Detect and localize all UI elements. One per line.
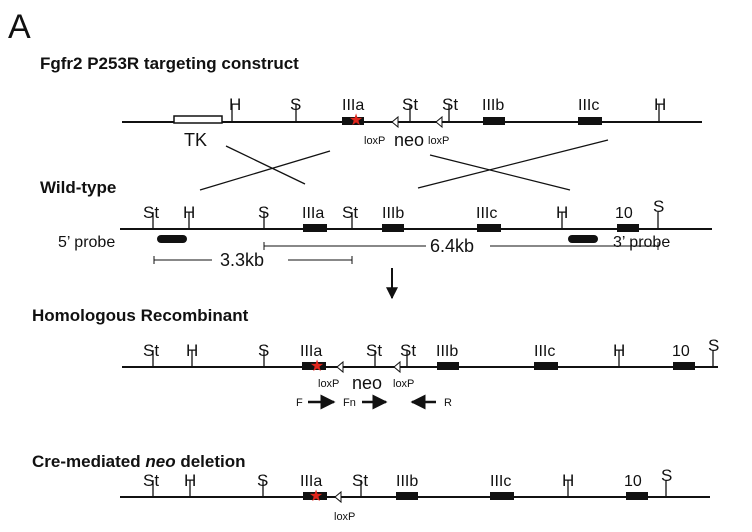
exon-box (382, 224, 404, 232)
loxp-label: loxP (393, 378, 414, 390)
homologous-allele: St H S St St H S IIIa IIIb IIIc 10 ★ lox… (122, 336, 719, 410)
site-label: H (183, 203, 195, 222)
site-label: S (290, 95, 301, 114)
exon-label: IIIa (342, 97, 364, 114)
mutation-star-icon: ★ (309, 488, 323, 505)
exon-label: IIIb (396, 473, 418, 490)
site-label: St (442, 95, 458, 114)
exon-box (617, 224, 639, 232)
exon-label: IIIb (382, 205, 404, 222)
exon-label: 10 (624, 473, 642, 490)
exon-box (673, 362, 695, 370)
exon-box (477, 224, 501, 232)
exon-box (626, 492, 648, 500)
panel-label: A (8, 8, 31, 46)
exon-label: IIIc (490, 473, 511, 490)
primer-f-label: F (296, 397, 303, 409)
mutation-star-icon: ★ (310, 358, 324, 375)
cross-line (429, 154, 571, 191)
exon-label: IIIb (482, 97, 504, 114)
exon-box (578, 117, 602, 125)
site-label: H (186, 341, 198, 360)
cross-line (199, 150, 331, 191)
loxp-label: loxP (428, 135, 449, 147)
site-label: H (556, 203, 568, 222)
site-label: S (257, 471, 268, 490)
exon-label: IIIb (436, 343, 458, 360)
site-label: S (708, 336, 719, 355)
site-label: H (184, 471, 196, 490)
fragment-6-4kb-label: 6.4kb (430, 236, 474, 256)
exon-box (483, 117, 505, 125)
tk-cassette (173, 115, 223, 124)
probe-3prime (568, 235, 598, 243)
fragment-3-3kb-label: 3.3kb (220, 250, 264, 270)
wildtype-title: Wild-type (40, 178, 116, 197)
exon-box (396, 492, 418, 500)
exon-box (302, 362, 326, 370)
wildtype-allele: St H S St H S IIIa IIIb IIIc 10 5’ probe… (58, 197, 712, 270)
loxp-triangle-icon (336, 360, 344, 374)
cre-title-em: neo (145, 452, 175, 471)
site-label: H (613, 341, 625, 360)
neo-label: neo (394, 130, 424, 150)
homologous-title: Homologous Recombinant (32, 306, 249, 325)
cre-title: Cre-mediated neo deletion (32, 452, 246, 471)
site-label: S (661, 466, 672, 485)
site-label: S (653, 197, 664, 216)
probe-5prime-label: 5’ probe (58, 234, 115, 251)
targeting-construct: TK H S St St H IIIa IIIb IIIc ★ loxP neo… (122, 95, 702, 150)
loxp-triangle-icon (391, 115, 399, 129)
site-label: St (143, 471, 159, 490)
mutation-star-icon: ★ (349, 112, 363, 129)
site-label: H (229, 95, 241, 114)
loxp-triangle-icon (435, 115, 443, 129)
exon-label: 10 (672, 343, 690, 360)
exon-label: 10 (615, 205, 633, 222)
cre-title-pre: Cre-mediated (32, 452, 145, 471)
site-label: S (258, 341, 269, 360)
exon-label: IIIa (302, 205, 324, 222)
loxp-label: loxP (364, 135, 385, 147)
exon-box (534, 362, 558, 370)
primer-fn-label: Fn (343, 397, 356, 409)
site-label: St (402, 95, 418, 114)
exon-box (342, 117, 364, 125)
exon-label: IIIc (578, 97, 599, 114)
site-label: St (143, 203, 159, 222)
loxp-label: loxP (334, 511, 355, 523)
cross-line (417, 139, 609, 189)
exon-label: IIIc (534, 343, 555, 360)
exon-label: IIIa (300, 473, 322, 490)
site-label: St (366, 341, 382, 360)
site-label: H (562, 471, 574, 490)
site-label: St (342, 203, 358, 222)
targeting-title: Fgfr2 P253R targeting construct (40, 54, 299, 73)
neo-label: neo (352, 373, 382, 393)
site-label: St (352, 471, 368, 490)
tk-label: TK (184, 130, 207, 150)
site-label: S (258, 203, 269, 222)
exon-box (490, 492, 514, 500)
loxp-label: loxP (318, 378, 339, 390)
exon-box (303, 224, 327, 232)
cre-title-post: deletion (176, 452, 246, 471)
loxp-triangle-icon (393, 360, 401, 374)
recombination-crosses (199, 139, 609, 191)
exon-box (303, 492, 327, 500)
site-label: St (400, 341, 416, 360)
exon-label: IIIa (300, 343, 322, 360)
probe-3prime-label: 3’ probe (613, 234, 670, 251)
exon-label: IIIc (476, 205, 497, 222)
loxp-triangle-icon (334, 490, 342, 504)
cre-deleted-allele: St H S St H S IIIa IIIb IIIc 10 ★ loxP (120, 466, 710, 523)
primer-r-label: R (444, 397, 452, 409)
site-label: St (143, 341, 159, 360)
exon-box (437, 362, 459, 370)
probe-5prime (157, 235, 187, 243)
site-label: H (654, 95, 666, 114)
cross-line (225, 145, 306, 185)
